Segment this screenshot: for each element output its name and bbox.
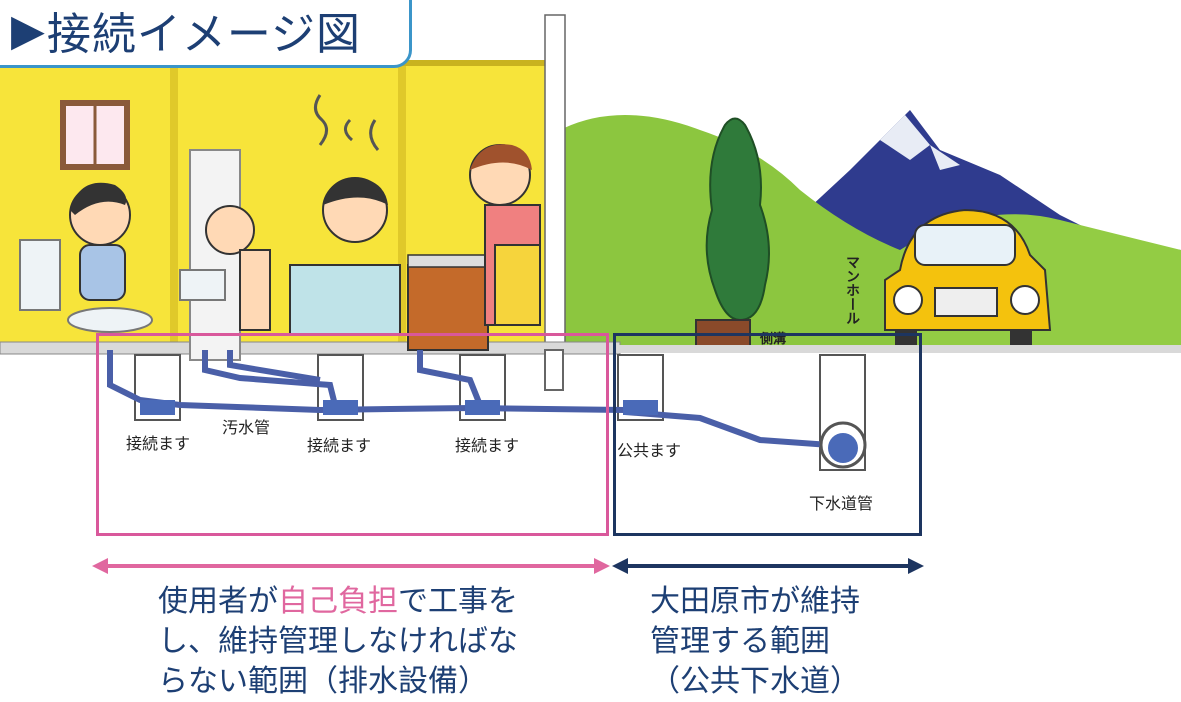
pink-range-arrow [92,558,610,574]
car [884,208,1052,352]
sewage-pipe-label: 汚水管 [222,418,271,437]
city-scope-line-2: 管理する範囲 [650,624,830,659]
user-scope-line-3: らない範囲（排水設備） [158,664,488,699]
city-scope-line-3: （公共下水道） [650,664,860,699]
house [0,14,621,361]
city-responsibility-box [613,333,922,536]
title-tab: ▶ 接続イメージ図 [0,0,412,68]
city-scope-line-1: 大田原市が維持 [650,584,860,619]
user-scope-line-1: 使用者が自己負担で工事を [158,584,518,619]
connect-box-label-1: 接続ます [126,434,191,453]
city-scope-caption: 大田原市が維持 管理する範囲 （公共下水道） [650,582,860,702]
user-scope-line-2: し、維持管理しなければな [158,624,518,659]
play-marker-icon: ▶ [11,4,45,56]
manhole-label: マンホール [844,255,860,325]
public-box-label: 公共ます [617,441,682,460]
connect-box-label-2: 接続ます [307,436,372,455]
user-scope-caption: 使用者が自己負担で工事を し、維持管理しなければな らない範囲（排水設備） [158,582,518,702]
page-title: 接続イメージ図 [46,9,361,60]
connect-box-label-3: 接続ます [455,436,520,455]
self-burden-highlight: 自己負担 [278,584,398,619]
sewer-main-label: 下水道管 [809,494,874,513]
navy-range-arrow [612,558,924,574]
user-responsibility-box [96,333,609,536]
drainage-system [107,349,867,471]
